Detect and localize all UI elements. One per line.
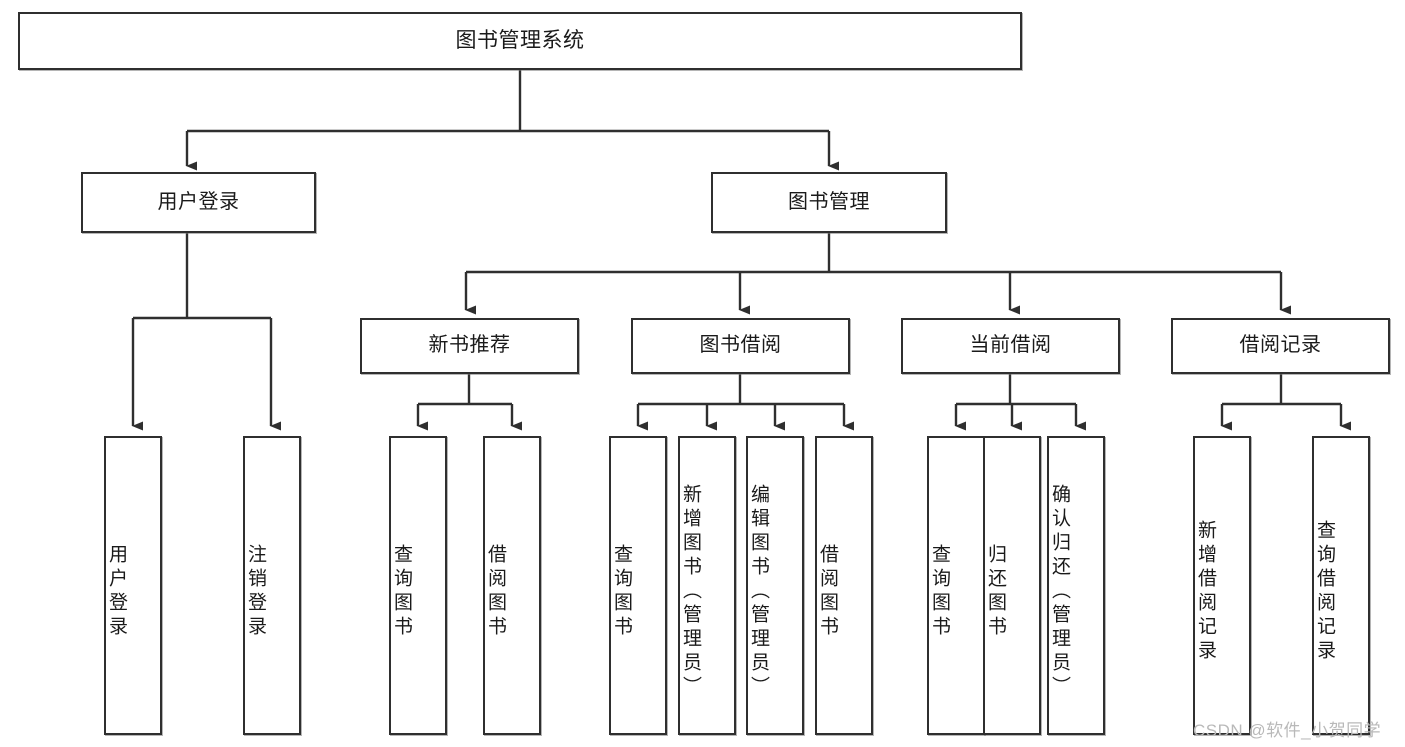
node-book-borrow-label: 图书借阅 [699, 334, 782, 357]
node-leaf-borrow-book-1[interactable]: 借阅图书 [483, 436, 541, 735]
node-leaf-user-login[interactable]: 用户登录 [104, 436, 162, 735]
node-leaf-add-book[interactable]: 新增图书（管理员） [678, 436, 736, 735]
node-leaf-edit-book[interactable]: 编辑图书（管理员） [746, 436, 804, 735]
node-current-borrow[interactable]: 当前借阅 [901, 318, 1120, 374]
node-leaf-query-book-1[interactable]: 查询图书 [389, 436, 447, 735]
node-leaf-borrow-book-2-label: 借阅图书 [816, 543, 838, 640]
node-leaf-query-book-3[interactable]: 查询图书 [927, 436, 985, 735]
node-leaf-return-book-label: 归还图书 [984, 543, 1006, 640]
node-leaf-user-login-label: 用户登录 [105, 543, 127, 640]
node-borrow-record-label: 借阅记录 [1239, 334, 1322, 357]
node-new-book-recommend[interactable]: 新书推荐 [360, 318, 579, 374]
node-book-borrow[interactable]: 图书借阅 [631, 318, 850, 374]
node-root[interactable]: 图书管理系统 [18, 12, 1022, 70]
node-leaf-query-record-label: 查询借阅记录 [1313, 519, 1335, 664]
node-leaf-query-book-3-label: 查询图书 [928, 543, 950, 640]
node-leaf-query-record[interactable]: 查询借阅记录 [1312, 436, 1370, 735]
node-new-book-recommend-label: 新书推荐 [428, 334, 511, 357]
node-user-login-label: 用户登录 [157, 190, 240, 213]
node-book-manage[interactable]: 图书管理 [711, 172, 947, 233]
node-leaf-confirm-return[interactable]: 确认归还（管理员） [1047, 436, 1105, 735]
csdn-watermark: CSDN @软件_小贺同学 [1193, 721, 1382, 740]
node-leaf-query-book-2[interactable]: 查询图书 [609, 436, 667, 735]
node-leaf-logout-login-label: 注销登录 [244, 543, 266, 640]
node-root-label: 图书管理系统 [455, 28, 585, 52]
node-leaf-borrow-book-2[interactable]: 借阅图书 [815, 436, 873, 735]
node-leaf-add-record[interactable]: 新增借阅记录 [1193, 436, 1251, 735]
node-leaf-edit-book-label: 编辑图书（管理员） [747, 483, 769, 700]
node-current-borrow-label: 当前借阅 [969, 334, 1052, 357]
node-book-manage-label: 图书管理 [788, 190, 870, 213]
node-borrow-record[interactable]: 借阅记录 [1171, 318, 1390, 374]
node-leaf-confirm-return-label: 确认归还（管理员） [1048, 483, 1070, 700]
node-leaf-add-record-label: 新增借阅记录 [1194, 519, 1216, 664]
node-leaf-query-book-2-label: 查询图书 [610, 543, 632, 640]
node-leaf-query-book-1-label: 查询图书 [390, 543, 412, 640]
node-leaf-borrow-book-1-label: 借阅图书 [484, 543, 506, 640]
node-leaf-return-book[interactable]: 归还图书 [983, 436, 1041, 735]
node-leaf-add-book-label: 新增图书（管理员） [679, 483, 701, 700]
node-leaf-logout-login[interactable]: 注销登录 [243, 436, 301, 735]
node-user-login[interactable]: 用户登录 [81, 172, 316, 233]
